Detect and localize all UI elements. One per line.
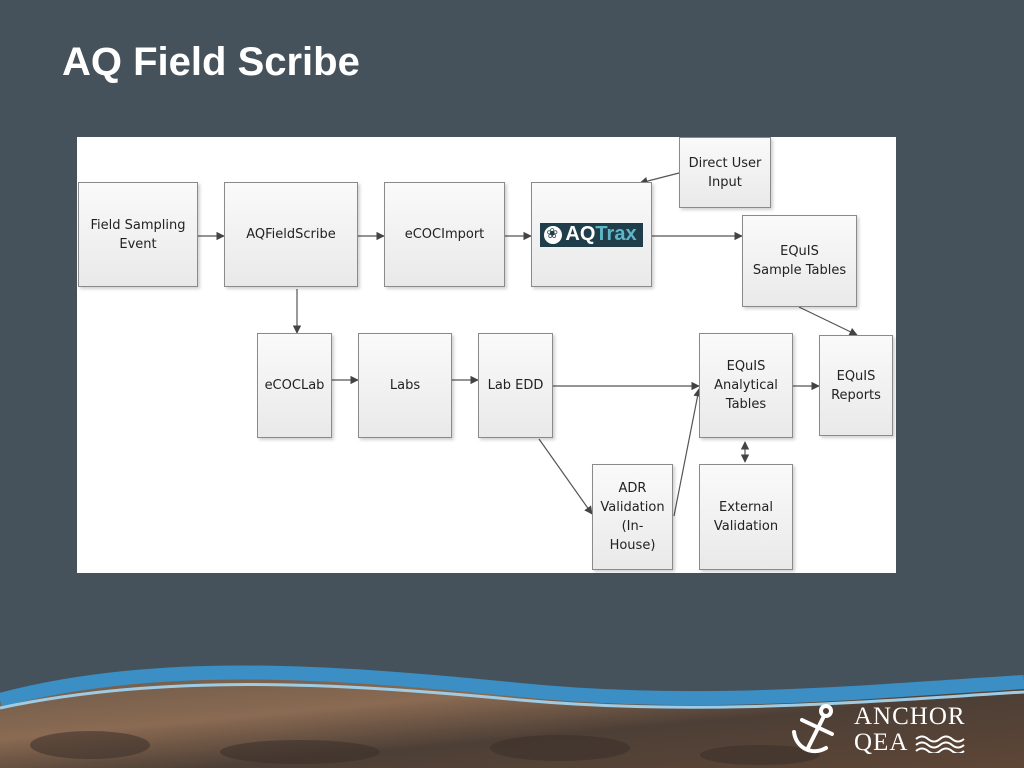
aqtrax-logo-trax: Trax xyxy=(595,223,637,245)
connector-layer xyxy=(198,172,858,517)
node-labs: Labs xyxy=(358,333,452,438)
brand-name-qea: QEA xyxy=(854,729,909,756)
node-lab-edd: Lab EDD xyxy=(478,333,553,438)
paw-icon xyxy=(544,225,563,244)
brand-name-line2: QEA xyxy=(854,730,970,756)
node-adr-validation: ADR Validation (In- House) xyxy=(592,464,673,570)
brand-name-line1: ANCHOR xyxy=(854,703,966,730)
node-equis-reports: EQuIS Reports xyxy=(819,335,893,436)
node-aqfieldscribe: AQFieldScribe xyxy=(224,182,358,287)
node-ecocimport: eCOCImport xyxy=(384,182,505,287)
node-equis-analytical-tables: EQuIS Analytical Tables xyxy=(699,333,793,438)
arrow-labedd-to-adr xyxy=(538,438,593,515)
anchor-qea-logo: ANCHOR QEA xyxy=(788,702,970,758)
node-equis-sample-tables: EQuIS Sample Tables xyxy=(742,215,857,307)
aqtrax-logo-aq: AQ xyxy=(565,223,596,245)
node-ecoclab: eCOCLab xyxy=(257,333,332,438)
node-field-sampling-event: Field Sampling Event xyxy=(78,182,198,287)
node-external-validation: External Validation xyxy=(699,464,793,570)
arrow-equis-sample-to-reports xyxy=(798,306,858,336)
anchor-icon xyxy=(792,704,834,754)
arrow-adr-to-equis-analytical xyxy=(673,388,702,517)
arrow-directuser-to-aqtrax xyxy=(639,172,680,186)
waves-icon xyxy=(915,735,966,753)
slide-title: AQ Field Scribe xyxy=(62,40,360,84)
flow-diagram: Field Sampling Event AQFieldScribe eCOCI… xyxy=(77,137,896,573)
node-direct-user-input: Direct User Input xyxy=(679,137,771,208)
footer-wave-decoration xyxy=(0,665,1024,768)
